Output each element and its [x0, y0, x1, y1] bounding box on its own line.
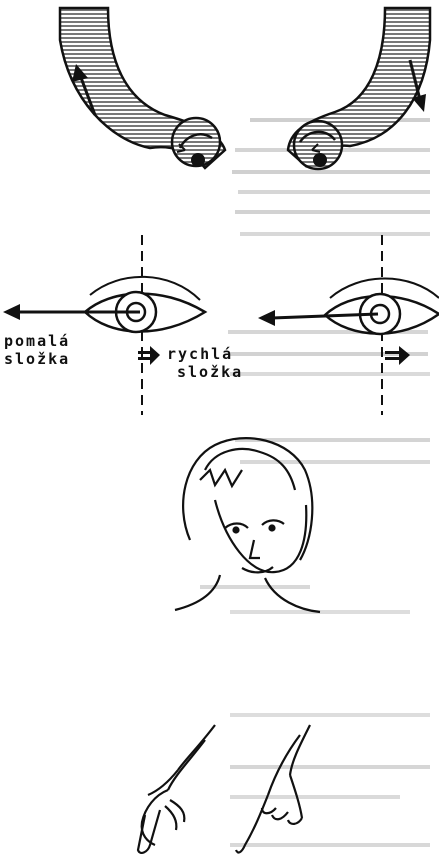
fast-label-line2: složka [167, 363, 243, 381]
slow-label-line2: složka [4, 350, 70, 368]
canal-right-diagram [288, 8, 430, 169]
fast-label-line1: rychlá [167, 345, 243, 363]
fast-component-label: rychlá složka [167, 345, 243, 381]
right-eye-diagram [258, 235, 439, 415]
left-eye-diagram [3, 235, 205, 415]
left-hand-illustration [138, 725, 215, 853]
slow-component-label: pomalá složka [4, 332, 70, 368]
canal-left-diagram [60, 8, 225, 168]
right-hand-illustration [236, 725, 310, 852]
slow-label-line1: pomalá [4, 332, 70, 350]
